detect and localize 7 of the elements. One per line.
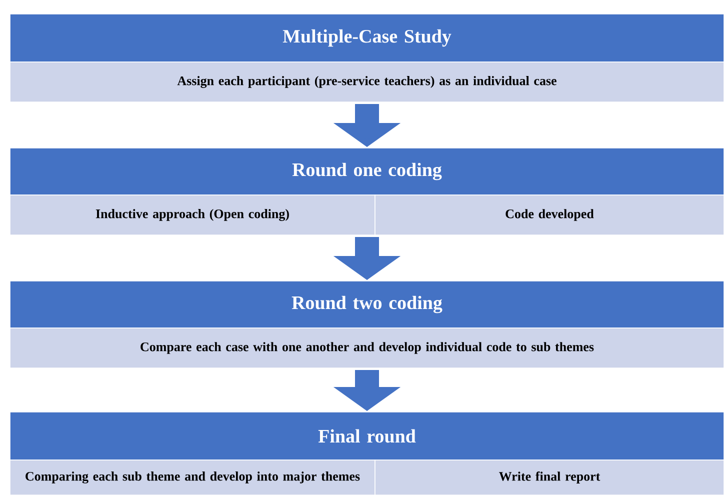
text-cell: Assign each participant (pre-service teachers) as an individual case: [10, 62, 724, 102]
text-cell: Compare each case with one another and develop individual code to sub themes: [10, 328, 724, 368]
text-cell: Inductive approach (Open coding): [10, 194, 376, 236]
text-cell: Write final report: [374, 460, 724, 495]
text-cell: Code developed: [374, 194, 724, 236]
header-band: Multiple-Case Study: [10, 14, 724, 62]
text-cell: Comparing each sub theme and develop into major themes: [10, 460, 376, 495]
